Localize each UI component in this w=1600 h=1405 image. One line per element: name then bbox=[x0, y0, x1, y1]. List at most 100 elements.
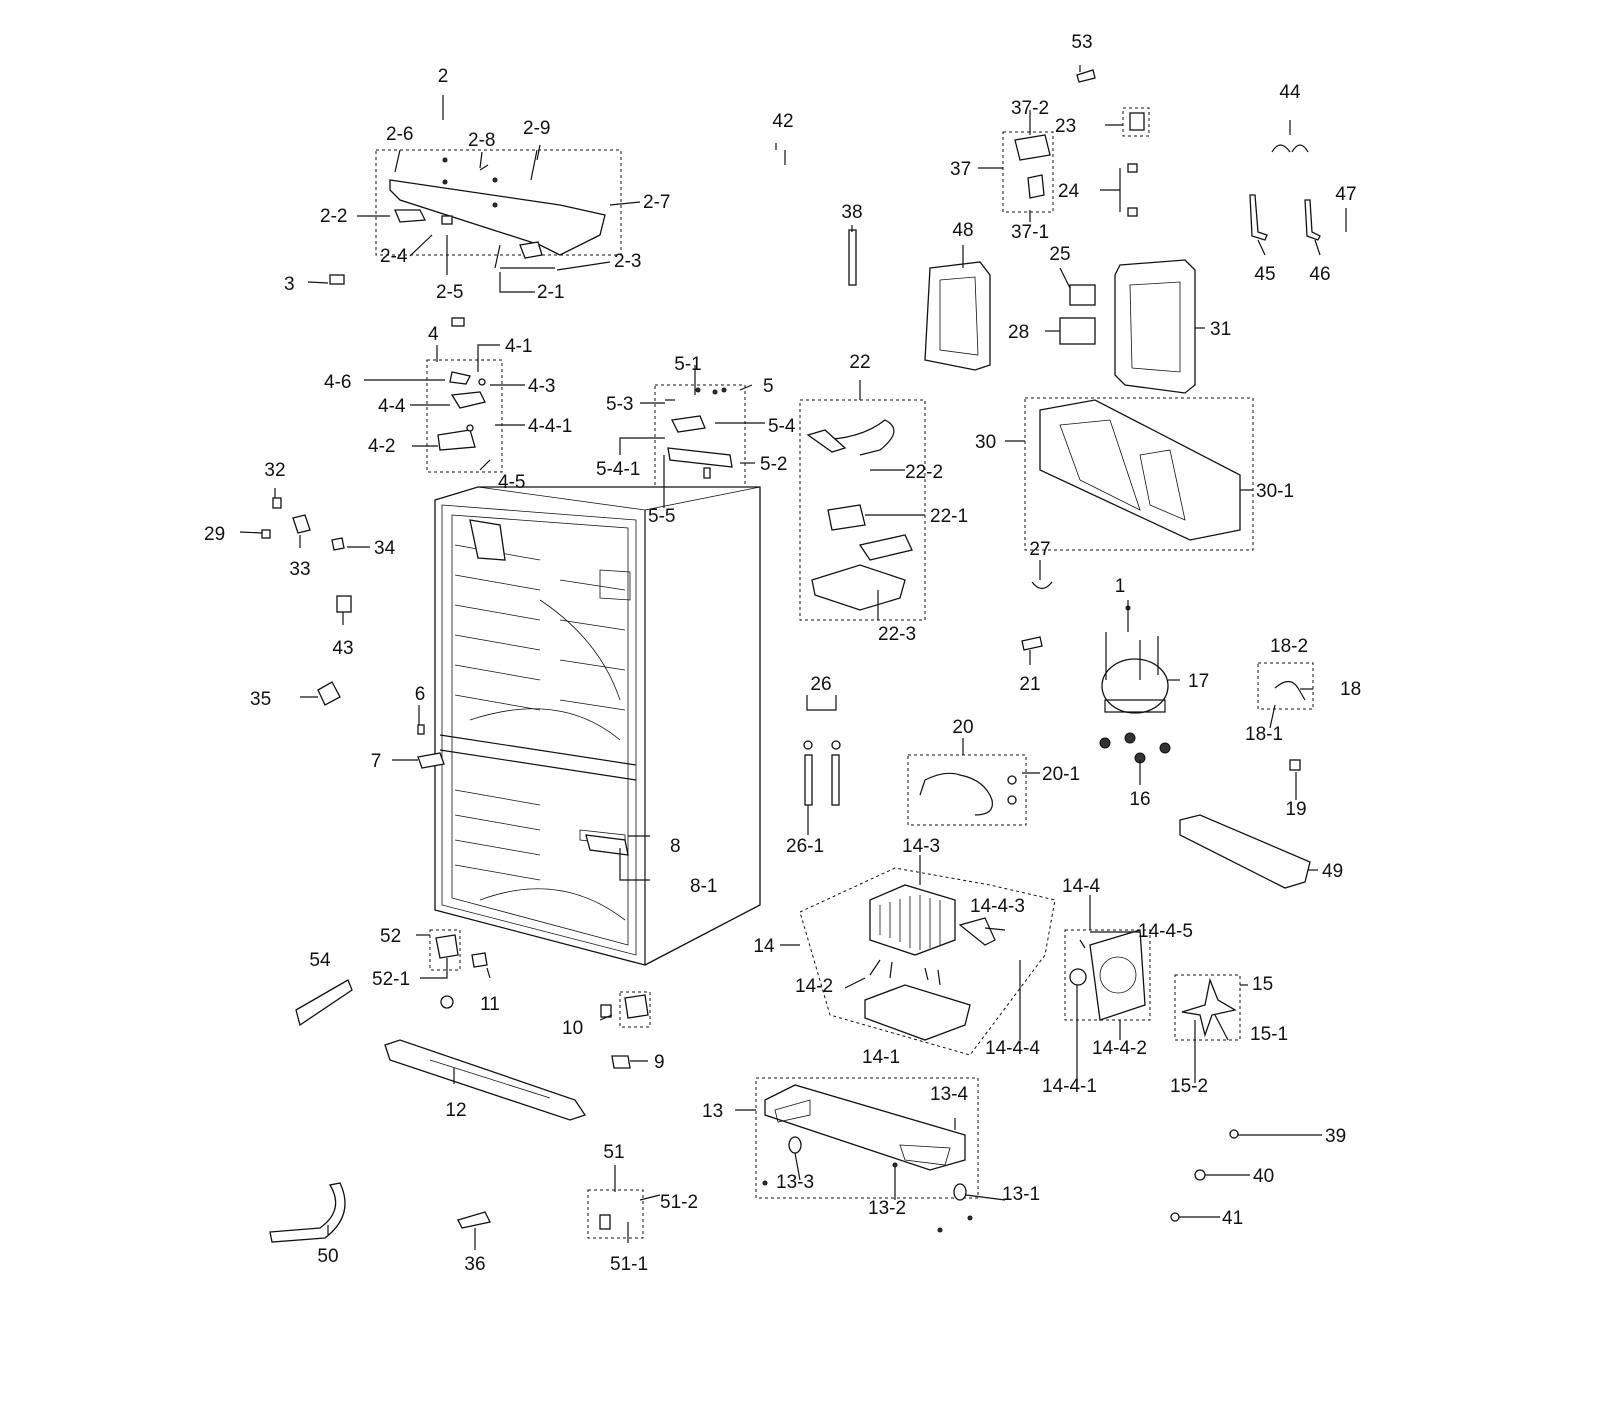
callout-label: 47 bbox=[1335, 184, 1356, 205]
callout-label: 20 bbox=[952, 717, 973, 738]
callout-label: 4-4 bbox=[378, 396, 406, 417]
part-54-drawing bbox=[295, 979, 353, 1027]
callout-label: 39 bbox=[1325, 1126, 1346, 1147]
part-37-box bbox=[1002, 131, 1054, 213]
part-20-box bbox=[907, 754, 1027, 826]
part-drawings bbox=[261, 69, 1347, 1243]
part-51-box bbox=[587, 1189, 644, 1239]
part-8-drawing bbox=[585, 834, 629, 856]
callout-label: 26-1 bbox=[786, 836, 824, 857]
callout-label: 24 bbox=[1058, 181, 1080, 202]
part-7-drawing bbox=[417, 752, 445, 769]
callout-label: 14-4-5 bbox=[1138, 921, 1193, 942]
callout-label: 8-1 bbox=[690, 876, 717, 897]
callout-label: 5-1 bbox=[674, 354, 701, 375]
callout-label: 13-2 bbox=[868, 1198, 906, 1219]
part-45-drawing bbox=[1249, 194, 1268, 241]
callout-label: 9 bbox=[654, 1052, 665, 1073]
part-13-box bbox=[755, 1077, 979, 1199]
callout-label: 22-1 bbox=[930, 506, 968, 527]
callout-label: 13 bbox=[702, 1101, 723, 1122]
callout-label: 46 bbox=[1309, 264, 1330, 285]
callout-label: 11 bbox=[480, 994, 500, 1015]
callout-label: 2-3 bbox=[614, 251, 641, 272]
callout-label: 2-5 bbox=[436, 282, 463, 303]
part-44-drawing bbox=[1271, 144, 1309, 153]
leader-lines bbox=[239, 65, 1347, 1250]
part-10-drawing bbox=[600, 1004, 612, 1018]
callout-label: 14 bbox=[753, 936, 775, 957]
callout-label: 52-1 bbox=[372, 969, 410, 990]
callout-label: 49 bbox=[1322, 861, 1343, 882]
callout-label: 2-9 bbox=[523, 118, 550, 139]
callout-label: 51 bbox=[603, 1142, 624, 1163]
callout-label: 4-6 bbox=[324, 372, 351, 393]
top-cover-part bbox=[375, 149, 622, 269]
part-31-drawing bbox=[1114, 259, 1196, 394]
callout-label: 5-2 bbox=[760, 454, 787, 475]
callout-label: 2-7 bbox=[643, 192, 670, 213]
callout-label: 2-6 bbox=[386, 124, 413, 145]
callout-label: 42 bbox=[772, 111, 793, 132]
callout-label: 36 bbox=[464, 1254, 485, 1275]
part-43-drawing bbox=[336, 595, 352, 613]
callout-label: 18-1 bbox=[1245, 724, 1283, 745]
part-13-1-drawing bbox=[953, 1183, 967, 1201]
part-33-drawing bbox=[292, 514, 311, 534]
callout-label: 21 bbox=[1019, 674, 1040, 695]
callout-label: 14-4-3 bbox=[970, 896, 1025, 917]
callout-label: 37 bbox=[950, 159, 971, 180]
callout-label: 33 bbox=[289, 559, 310, 580]
callout-labels: 1 2 2-1 2-2 2-3 2-4 2-5 2-6 2-7 2-8 2-9 … bbox=[204, 32, 1361, 1275]
part-32-drawing bbox=[272, 497, 282, 509]
part-35-drawing bbox=[317, 681, 341, 706]
part-15-1-drawing bbox=[1181, 977, 1237, 1038]
callout-label: 22-3 bbox=[878, 624, 916, 645]
callout-label: 19 bbox=[1285, 799, 1306, 820]
part-13-3-drawing bbox=[788, 1136, 802, 1154]
callout-label: 4-3 bbox=[528, 376, 555, 397]
callout-label: 5-4 bbox=[768, 416, 796, 437]
part-26-right-drawing bbox=[831, 754, 840, 806]
part-53-drawing bbox=[1076, 69, 1096, 83]
callout-label: 26 bbox=[810, 674, 831, 695]
callout-label: 43 bbox=[332, 638, 353, 659]
callout-label: 22 bbox=[849, 352, 870, 373]
callout-label: 28 bbox=[1008, 322, 1029, 343]
callout-label: 15-2 bbox=[1170, 1076, 1208, 1097]
callout-label: 2-2 bbox=[320, 206, 347, 227]
callout-label: 5 bbox=[763, 376, 774, 397]
part-52-box bbox=[429, 929, 461, 971]
part-14-4-2-drawing bbox=[1089, 929, 1146, 1021]
callout-label: 22-2 bbox=[905, 462, 943, 483]
part-14-box bbox=[799, 867, 1056, 1056]
callout-label: 7 bbox=[371, 751, 382, 772]
callout-label: 51-2 bbox=[660, 1192, 698, 1213]
part-50-drawing bbox=[269, 1182, 346, 1243]
part-24-top-drawing bbox=[1127, 163, 1138, 173]
callout-label: 4-2 bbox=[368, 436, 395, 457]
hinge-4-part bbox=[426, 359, 503, 473]
callout-label: 50 bbox=[317, 1246, 338, 1267]
callout-label: 20-1 bbox=[1042, 764, 1080, 785]
callout-label: 31 bbox=[1210, 319, 1231, 340]
callout-label: 14-4-1 bbox=[1042, 1076, 1097, 1097]
part-23-box bbox=[1122, 107, 1150, 137]
part-6-drawing bbox=[417, 724, 425, 735]
callout-label: 13-1 bbox=[1002, 1184, 1040, 1205]
callout-label: 14-3 bbox=[902, 836, 940, 857]
callout-label: 30-1 bbox=[1256, 481, 1294, 502]
callout-label: 5-5 bbox=[648, 506, 675, 527]
callout-label: 12 bbox=[445, 1100, 466, 1121]
callout-label: 15-1 bbox=[1250, 1024, 1288, 1045]
refrigerator-cabinet bbox=[434, 486, 761, 966]
part-22-box bbox=[799, 399, 926, 621]
part-41-drawing bbox=[1170, 1212, 1180, 1222]
callout-label: 14-1 bbox=[862, 1047, 900, 1068]
part-9-drawing bbox=[611, 1055, 631, 1069]
callout-label: 13-3 bbox=[776, 1172, 814, 1193]
part-38-drawing bbox=[848, 229, 857, 286]
part-18-box bbox=[1257, 662, 1314, 710]
part-46-drawing bbox=[1304, 199, 1321, 241]
part-14-1-drawing bbox=[864, 984, 971, 1041]
